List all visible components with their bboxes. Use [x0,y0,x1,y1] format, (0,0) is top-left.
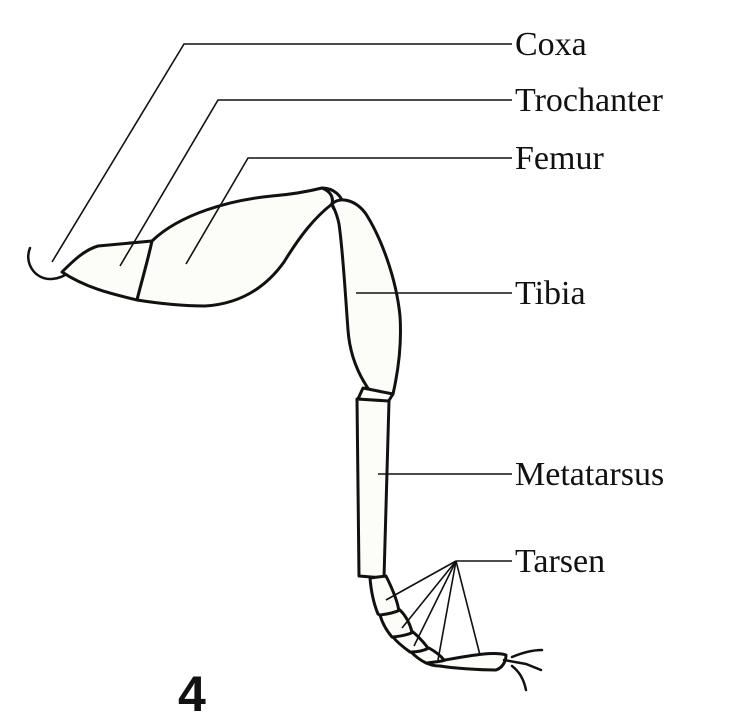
tibia-segment [330,198,402,402]
metatarsus-segment [355,397,391,580]
trochanter-label: Trochanter [515,82,664,119]
tarsal-claws [502,648,544,692]
femur-label: Femur [515,140,604,177]
tarsen-pointer-lines [385,560,481,661]
coxa-label: Coxa [515,26,587,63]
femur-leader-line [185,157,512,265]
coxa-leader-line [51,43,512,263]
figure-number: 4 [178,666,206,722]
trochanter-leader-line [119,99,512,267]
tibia-label: Tibia [515,275,586,312]
tarsus-segment-5 [425,652,508,672]
femur-segment [135,186,334,308]
metatarsus-label: Metatarsus [515,456,664,493]
tarsen-label: Tarsen [515,543,605,580]
